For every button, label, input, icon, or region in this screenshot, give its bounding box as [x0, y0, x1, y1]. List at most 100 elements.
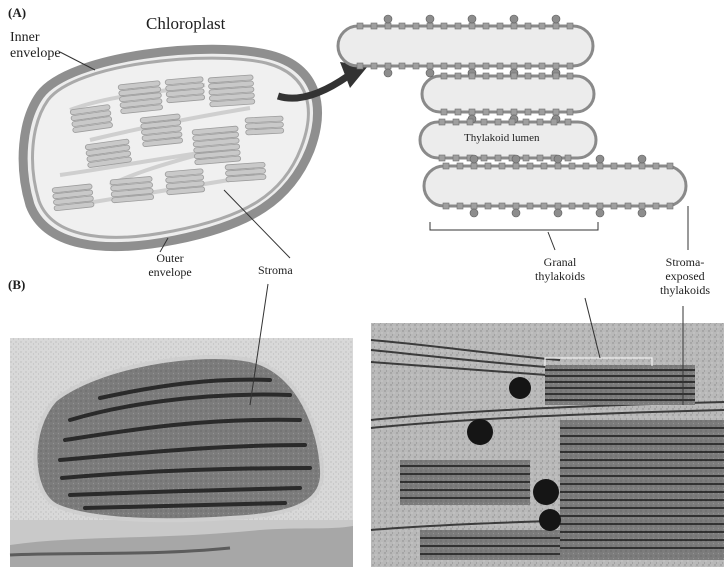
- membrane-protein: [481, 119, 487, 125]
- atp-synthase-head: [638, 209, 646, 217]
- membrane-protein: [469, 109, 475, 115]
- membrane-protein: [525, 109, 531, 115]
- membrane-protein: [441, 63, 447, 69]
- membrane-protein: [525, 73, 531, 79]
- membrane-protein: [441, 109, 447, 115]
- membrane-protein: [439, 155, 445, 161]
- membrane-protein: [497, 23, 503, 29]
- membrane-protein: [469, 23, 475, 29]
- membrane-protein: [569, 163, 575, 169]
- membrane-protein: [527, 163, 533, 169]
- atp-synthase-head: [470, 155, 478, 163]
- membrane-protein: [471, 163, 477, 169]
- membrane-protein: [455, 109, 461, 115]
- atp-synthase-head: [638, 155, 646, 163]
- membrane-protein: [567, 63, 573, 69]
- membrane-protein: [483, 23, 489, 29]
- membrane-protein: [481, 155, 487, 161]
- membrane-protein: [441, 23, 447, 29]
- membrane-protein: [553, 73, 559, 79]
- membrane-protein: [413, 63, 419, 69]
- membrane-protein: [511, 109, 517, 115]
- membrane-protein: [511, 73, 517, 79]
- atp-synthase-head: [426, 15, 434, 23]
- membrane-protein: [551, 119, 557, 125]
- membrane-protein: [457, 203, 463, 209]
- membrane-protein: [497, 73, 503, 79]
- membrane-protein: [441, 73, 447, 79]
- panel-b-label: (B): [8, 278, 25, 293]
- atp-synthase-head: [512, 209, 520, 217]
- membrane-protein: [357, 23, 363, 29]
- membrane-protein: [413, 23, 419, 29]
- membrane-protein: [539, 23, 545, 29]
- membrane-protein: [485, 163, 491, 169]
- stroma-exposed-label-line-2: exposed: [650, 270, 720, 284]
- atp-synthase-head: [470, 209, 478, 217]
- outer-envelope-label-line-1: Outer: [140, 252, 200, 266]
- membrane-protein: [525, 23, 531, 29]
- micrograph-left: [10, 338, 353, 567]
- atp-synthase-head: [426, 69, 434, 77]
- membrane-protein: [499, 163, 505, 169]
- membrane-protein: [513, 163, 519, 169]
- membrane-protein: [565, 119, 571, 125]
- membrane-protein: [553, 63, 559, 69]
- membrane-protein: [443, 163, 449, 169]
- membrane-protein: [597, 163, 603, 169]
- membrane-protein: [653, 203, 659, 209]
- atp-synthase-head: [596, 209, 604, 217]
- atp-synthase-head: [384, 15, 392, 23]
- membrane-protein: [555, 163, 561, 169]
- membrane-protein: [611, 203, 617, 209]
- stroma-label: Stroma: [258, 264, 293, 278]
- membrane-protein: [497, 63, 503, 69]
- membrane-protein: [399, 23, 405, 29]
- atp-synthase-head: [512, 155, 520, 163]
- membrane-protein: [455, 23, 461, 29]
- membrane-protein: [499, 203, 505, 209]
- membrane-protein: [443, 203, 449, 209]
- thylakoid-disc-1: [338, 26, 593, 66]
- membrane-protein: [537, 119, 543, 125]
- membrane-protein: [541, 203, 547, 209]
- membrane-protein: [569, 203, 575, 209]
- membrane-protein: [539, 109, 545, 115]
- membrane-protein: [439, 119, 445, 125]
- membrane-protein: [385, 23, 391, 29]
- membrane-protein: [455, 73, 461, 79]
- membrane-protein: [483, 63, 489, 69]
- micrograph-right: [371, 323, 724, 567]
- membrane-protein: [567, 73, 573, 79]
- stroma-exposed-label-line-1: Stroma-: [650, 256, 720, 270]
- chloroplast-diagram: [23, 49, 317, 246]
- membrane-protein: [527, 203, 533, 209]
- membrane-protein: [611, 163, 617, 169]
- membrane-protein: [625, 203, 631, 209]
- atp-synthase-head: [468, 15, 476, 23]
- membrane-protein: [553, 109, 559, 115]
- membrane-protein: [667, 203, 673, 209]
- atp-synthase-head: [554, 209, 562, 217]
- membrane-protein: [371, 23, 377, 29]
- membrane-protein: [495, 155, 501, 161]
- membrane-protein: [653, 163, 659, 169]
- membrane-protein: [483, 109, 489, 115]
- membrane-protein: [511, 23, 517, 29]
- membrane-protein: [583, 203, 589, 209]
- membrane-protein: [523, 119, 529, 125]
- membrane-protein: [511, 63, 517, 69]
- membrane-protein: [565, 155, 571, 161]
- outer-envelope-label-line-2: envelope: [140, 266, 200, 280]
- membrane-protein: [469, 63, 475, 69]
- membrane-protein: [471, 203, 477, 209]
- stroma-exposed-label-line-3: thylakoids: [650, 284, 720, 298]
- atp-synthase-head: [510, 15, 518, 23]
- membrane-protein: [371, 63, 377, 69]
- membrane-protein: [467, 119, 473, 125]
- membrane-protein: [639, 203, 645, 209]
- membrane-protein: [513, 203, 519, 209]
- membrane-protein: [525, 63, 531, 69]
- membrane-protein: [495, 119, 501, 125]
